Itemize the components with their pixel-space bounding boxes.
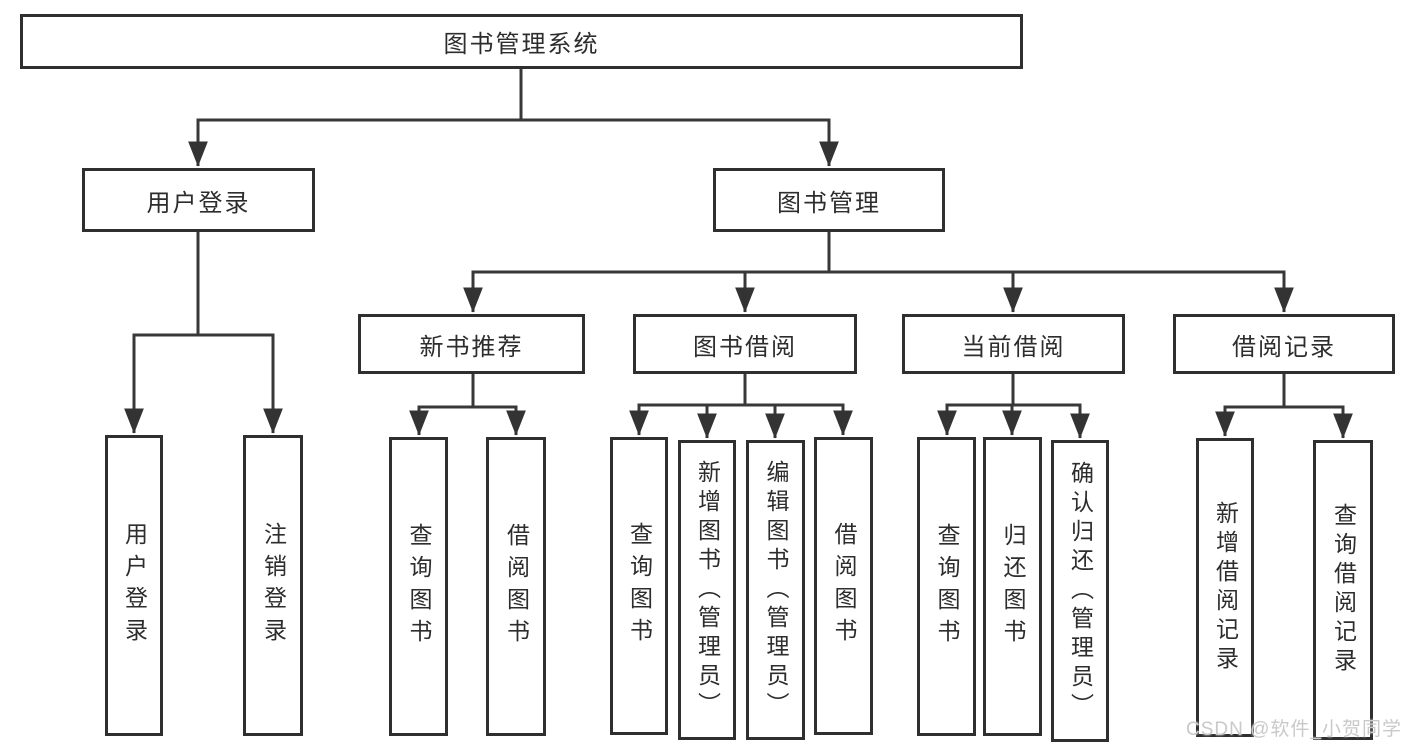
node-label: 查询图书	[626, 522, 653, 650]
node-label: 查询借阅记录	[1330, 503, 1357, 677]
node-borrow-books-recommend: 借阅图书	[486, 437, 546, 736]
node-edit-book-admin: 编辑图书（管理员）	[746, 440, 805, 740]
node-label: 借阅图书	[503, 522, 530, 651]
node-label: 查询图书	[934, 522, 960, 651]
node-label: 新增图书（管理员）	[694, 459, 721, 721]
node-label: 归还图书	[1000, 522, 1026, 651]
node-return-book: 归还图书	[983, 437, 1042, 736]
node-label: 用户登录	[121, 521, 148, 650]
node-book-management: 图书管理	[713, 168, 945, 232]
node-label: 新增借阅记录	[1212, 500, 1239, 675]
node-add-book-admin: 新增图书（管理员）	[678, 440, 736, 740]
node-query-borrow-record: 查询借阅记录	[1313, 440, 1373, 740]
node-borrow-records: 借阅记录	[1173, 314, 1395, 374]
node-current-borrow: 当前借阅	[902, 314, 1125, 374]
node-query-books-recommend: 查询图书	[389, 437, 448, 736]
node-new-book-recommend: 新书推荐	[358, 314, 585, 374]
node-label: 确认归还（管理员）	[1067, 460, 1094, 722]
node-user-login-action: 用户登录	[105, 435, 163, 736]
node-book-borrow: 图书借阅	[633, 314, 857, 374]
node-label: 注销登录	[260, 521, 287, 650]
node-query-books-borrow: 查询图书	[610, 437, 668, 735]
node-query-books-current: 查询图书	[917, 437, 976, 736]
node-label: 编辑图书（管理员）	[763, 459, 789, 721]
node-borrow-books-action: 借阅图书	[814, 437, 873, 735]
csdn-watermark: CSDN @软件_小贺同学	[1186, 719, 1402, 740]
node-label: 查询图书	[406, 522, 432, 651]
node-add-borrow-record: 新增借阅记录	[1196, 438, 1254, 737]
node-label: 借阅图书	[831, 522, 857, 650]
node-logout-action: 注销登录	[243, 435, 303, 736]
node-confirm-return-admin: 确认归还（管理员）	[1051, 440, 1109, 742]
node-user-login: 用户登录	[82, 168, 315, 232]
node-library-management-system: 图书管理系统	[20, 14, 1023, 69]
